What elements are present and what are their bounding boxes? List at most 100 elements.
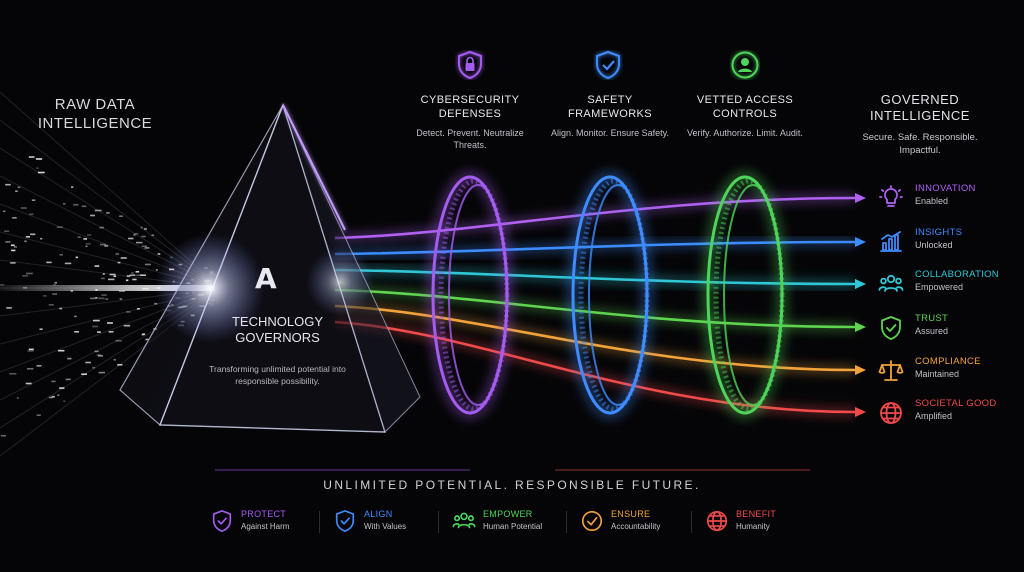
- data-particle: [101, 294, 107, 296]
- data-particle: [37, 171, 45, 174]
- data-particle: [136, 274, 143, 277]
- scales-icon: [878, 358, 904, 384]
- data-particle: [119, 215, 123, 217]
- data-particle: [96, 354, 101, 356]
- output-subtitle: Secure. Safe. Responsible. Impactful.: [862, 132, 978, 156]
- data-particle: [141, 245, 148, 247]
- data-particle: [77, 236, 81, 238]
- data-particle: [109, 273, 116, 276]
- governance-rings: [426, 170, 789, 420]
- data-particle: [59, 254, 63, 256]
- data-particle: [59, 307, 63, 310]
- output-item-status: Empowered: [915, 282, 964, 292]
- data-particle: [100, 277, 105, 280]
- data-particle: [67, 357, 72, 360]
- ring-inner: [588, 184, 648, 406]
- shield-check-icon: [333, 509, 357, 533]
- globe-icon: [878, 400, 904, 426]
- data-particle: [92, 325, 98, 328]
- data-particle: [145, 338, 149, 341]
- data-particle: [113, 275, 117, 278]
- ring-circuit: [713, 178, 785, 412]
- data-particle: [43, 295, 47, 297]
- data-particle: [132, 278, 137, 281]
- output-item-status: Maintained: [915, 369, 960, 379]
- data-particle: [85, 361, 91, 364]
- data-particle: [73, 203, 79, 206]
- output-item-status: Assured: [915, 326, 949, 336]
- beam-societal-good: [334, 320, 856, 414]
- data-particle: [104, 245, 109, 247]
- beam-arrowhead: [855, 407, 866, 417]
- data-particle: [85, 245, 88, 248]
- data-particle: [5, 183, 11, 186]
- globe-icon: [705, 509, 729, 533]
- light-flare: [155, 233, 265, 343]
- output-item-label: INSIGHTS: [915, 227, 963, 238]
- data-particle: [92, 366, 96, 369]
- data-particle: [75, 256, 78, 259]
- data-particle: [85, 243, 91, 245]
- data-particle: [90, 214, 95, 217]
- pillar-label: ENSURE: [611, 509, 651, 519]
- data-particle: [94, 265, 100, 267]
- data-particle: [48, 304, 54, 306]
- pillar-sub: Against Harm: [241, 522, 290, 531]
- pillar-divider: [566, 511, 567, 533]
- data-particle: [83, 238, 87, 240]
- output-item-status: Enabled: [915, 196, 949, 206]
- data-particle: [126, 275, 131, 277]
- data-particle: [117, 261, 121, 264]
- shield-check-icon: [210, 509, 234, 533]
- pillar-label: ALIGN: [364, 509, 393, 519]
- data-particle: [131, 272, 134, 274]
- output-item-label: TRUST: [915, 313, 949, 324]
- tagline: UNLIMITED POTENTIAL. RESPONSIBLE FUTURE.: [323, 478, 701, 492]
- data-particle: [6, 307, 12, 309]
- output-item-status: Amplified: [915, 411, 953, 421]
- data-particle: [106, 212, 110, 214]
- pillar-sub: Human Potential: [483, 522, 543, 531]
- data-particle: [30, 233, 36, 236]
- data-particle: [5, 241, 11, 243]
- data-particle: [94, 209, 102, 212]
- data-particle: [74, 315, 77, 318]
- data-particle: [28, 156, 35, 158]
- data-particle: [141, 334, 145, 336]
- lock-shield-icon: [458, 50, 482, 80]
- beam-arrowhead: [855, 193, 866, 203]
- data-particle: [25, 236, 30, 238]
- prism-logo: A: [255, 262, 277, 295]
- data-particle: [126, 311, 131, 313]
- data-particle: [98, 297, 105, 300]
- data-particle: [63, 203, 66, 205]
- ring-subtitle: Align. Monitor. Ensure Safety.: [551, 128, 669, 138]
- data-particle: [54, 281, 57, 284]
- ring-inner: [723, 184, 783, 406]
- data-particle: [98, 371, 105, 374]
- output-title: GOVERNED INTELLIGENCE: [870, 92, 970, 123]
- data-particle: [2, 210, 6, 213]
- data-particle: [119, 298, 123, 300]
- bar-chart-icon: [878, 229, 904, 255]
- data-particle: [11, 249, 16, 252]
- ring-cybersecurity-header: CYBERSECURITY DEFENSES Detect. Prevent. …: [410, 93, 530, 151]
- data-particle: [99, 226, 104, 229]
- data-particle: [144, 247, 150, 249]
- data-particle: [143, 228, 147, 230]
- data-particle: [136, 241, 143, 244]
- exit-flare: [306, 248, 374, 316]
- data-particle: [46, 261, 52, 264]
- data-particle: [129, 274, 136, 276]
- data-particle: [134, 233, 139, 235]
- data-particle: [59, 387, 65, 389]
- pillar-sub: Accountability: [611, 522, 661, 531]
- data-particle: [31, 199, 36, 201]
- data-particle: [22, 275, 28, 277]
- output-item-label: COLLABORATION: [915, 269, 999, 280]
- data-particle: [35, 158, 43, 160]
